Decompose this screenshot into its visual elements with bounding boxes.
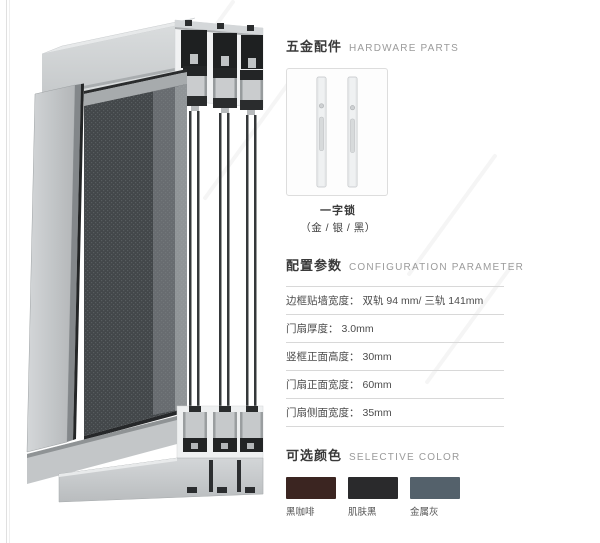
parameter-table: 边框贴墙宽度： 双轨 94 mm/ 三轨 141mm 门扇厚度： 3.0mm 竖… (286, 286, 504, 427)
door-bottom-profiles (183, 406, 263, 452)
param-label: 门扇正面宽度： (286, 379, 360, 391)
hardware-image-box (286, 68, 388, 196)
sliding-door-profile-illustration (26, 17, 264, 503)
sill-rail-section (27, 405, 264, 503)
product-3d-render (25, 8, 270, 503)
color-swatch (410, 477, 460, 499)
color-swatch-item: 肌肤黑 (348, 477, 398, 518)
param-row: 门扇正面宽度： 60mm (286, 370, 504, 398)
param-value: 35mm (362, 406, 392, 419)
hardware-title-en: HARDWARE PARTS (349, 43, 459, 54)
hardware-item-name: 一字锁 (320, 205, 356, 217)
hardware-title-zh: 五金配件 (286, 39, 343, 54)
left-frame-jamb (26, 83, 84, 453)
param-label: 竖框正面高度： (286, 351, 360, 363)
color-swatch-label: 金属灰 (410, 507, 439, 518)
param-value: 3.0mm (341, 322, 374, 335)
hardware-caption: 一字锁 （金 / 银 / 黑） (286, 202, 390, 235)
info-column: 五金配件 HARDWARE PARTS 一字锁 （金 / 银 / 黑） 配置 (286, 36, 523, 518)
color-swatch-row: 黑咖啡 肌肤黑 金属灰 (286, 477, 512, 518)
colors-title-zh: 可选颜色 (286, 448, 343, 463)
param-row: 门扇厚度： 3.0mm (286, 314, 504, 342)
colors-section-header: 可选颜色 SELECTIVE COLOR (286, 445, 512, 464)
configuration-section-header: 配置参数 CONFIGURATION PARAMETER (286, 255, 523, 274)
param-row: 竖框正面高度： 30mm (286, 342, 504, 370)
glass-panels (189, 111, 257, 411)
page-edge-line (6, 0, 7, 543)
color-swatch (286, 477, 336, 499)
page-edge-line-2 (9, 0, 10, 543)
param-label: 边框贴墙宽度： (286, 295, 360, 307)
param-row: 门扇侧面宽度： 35mm (286, 398, 504, 427)
hardware-section-header: 五金配件 HARDWARE PARTS (286, 36, 512, 55)
colors-title-en: SELECTIVE COLOR (349, 452, 461, 463)
param-value: 60mm (362, 378, 392, 391)
configuration-title-en: CONFIGURATION PARAMETER (349, 262, 525, 273)
param-label: 门扇侧面宽度： (286, 407, 360, 419)
hardware-item-variants: （金 / 银 / 黑） (300, 222, 376, 234)
param-value: 双轨 94 mm/ 三轨 141mm (362, 295, 484, 307)
lock-handle-icon (347, 76, 358, 188)
configuration-title-zh: 配置参数 (286, 258, 343, 273)
param-value: 30mm (362, 350, 392, 363)
color-swatch-item: 黑咖啡 (286, 477, 336, 518)
door-top-profiles (183, 66, 263, 115)
color-swatch (348, 477, 398, 499)
color-swatch-label: 肌肤黑 (348, 507, 377, 518)
param-row: 边框贴墙宽度： 双轨 94 mm/ 三轨 141mm (286, 286, 504, 314)
color-swatch-item: 金属灰 (410, 477, 460, 518)
color-swatch-label: 黑咖啡 (286, 507, 315, 518)
lock-handle-icon (316, 76, 327, 188)
mesh-screen-panel (84, 69, 187, 440)
param-label: 门扇厚度： (286, 323, 339, 335)
